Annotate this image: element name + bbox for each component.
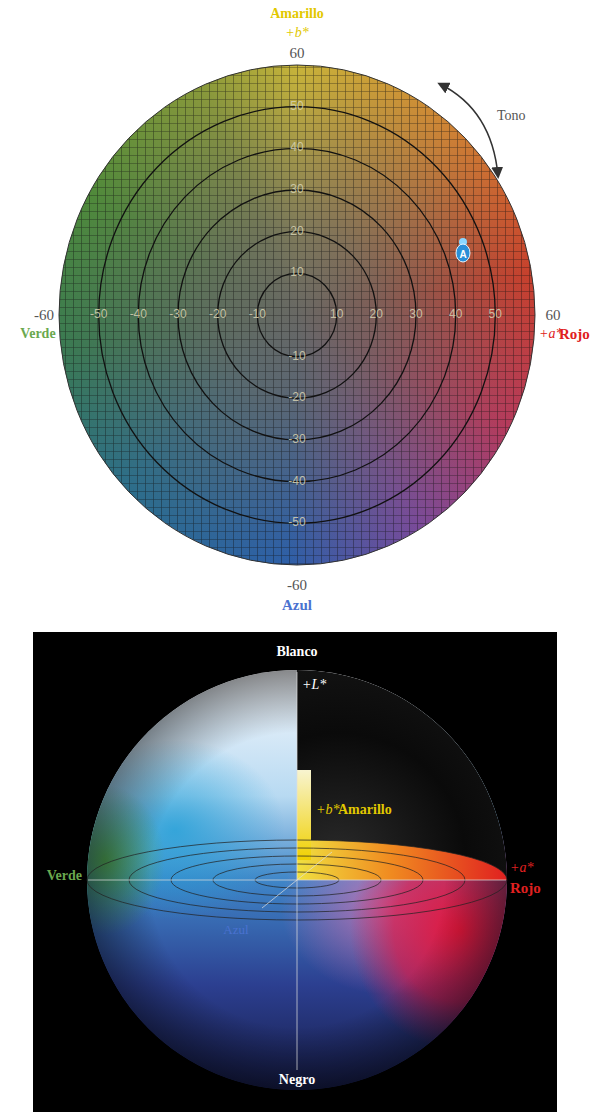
tick-number: 40 — [290, 142, 303, 155]
ab-disk-grid — [0, 0, 591, 632]
tick-number: 30 — [290, 183, 303, 196]
lab-axes — [88, 672, 506, 1070]
axis-color-name: Azul — [282, 597, 312, 614]
axis-name: +L* — [302, 677, 326, 692]
tick-number: -40 — [130, 308, 147, 321]
tick-number: -30 — [288, 433, 305, 446]
axis-limit: 60 — [546, 307, 561, 324]
axis-name: +a* — [539, 326, 562, 341]
tick-number: -30 — [169, 308, 186, 321]
tick-number: 40 — [449, 308, 462, 321]
tick-number: 50 — [290, 100, 303, 113]
tick-number: 20 — [290, 225, 303, 238]
chroma-rings — [99, 107, 496, 524]
axis-name: +b* — [316, 802, 339, 817]
axis-name: +b* — [285, 25, 308, 40]
axis-color-name: Rojo — [510, 880, 541, 897]
tick-number: 30 — [409, 308, 422, 321]
axis-limit: -60 — [34, 307, 54, 324]
axis-color-name: Azul — [223, 923, 248, 937]
axis-color-name: Amarillo — [338, 802, 392, 817]
tick-number: -10 — [249, 308, 266, 321]
tick-number: -10 — [288, 350, 305, 363]
chroma-ring — [178, 190, 416, 440]
tick-number: -50 — [90, 308, 107, 321]
lab-sphere — [0, 632, 591, 1116]
hue-label: Tono — [497, 108, 526, 123]
chroma-ring — [218, 232, 377, 399]
tick-number: -50 — [288, 517, 305, 530]
grid-lines — [59, 65, 535, 565]
pole-name: Blanco — [276, 644, 317, 659]
hue-arrow — [440, 84, 498, 176]
pole-name: Negro — [279, 1072, 315, 1087]
axis-limit: -60 — [287, 577, 307, 594]
tick-number: -20 — [288, 392, 305, 405]
axis-name: +a* — [510, 860, 533, 875]
tick-number: 10 — [290, 267, 303, 280]
axis-color-name: Verde — [20, 326, 55, 341]
tick-number: -40 — [288, 475, 305, 488]
equator-slice — [297, 840, 507, 880]
chroma-ring — [138, 148, 455, 481]
chroma-ring — [257, 273, 336, 356]
sample-letter: A — [459, 249, 466, 260]
axis-color-name: Amarillo — [270, 6, 324, 21]
chroma-ring — [99, 107, 496, 524]
tick-number: 10 — [330, 308, 343, 321]
sample-marker — [456, 244, 470, 262]
tick-number: 20 — [370, 308, 383, 321]
tick-number: -20 — [209, 308, 226, 321]
axis-color-name: Rojo — [559, 326, 590, 343]
tick-number: 50 — [489, 308, 502, 321]
yellow-wall — [297, 770, 311, 860]
disk-outline — [59, 65, 535, 565]
axis-color-name: Verde — [47, 868, 82, 883]
axis-limit: 60 — [290, 45, 305, 62]
